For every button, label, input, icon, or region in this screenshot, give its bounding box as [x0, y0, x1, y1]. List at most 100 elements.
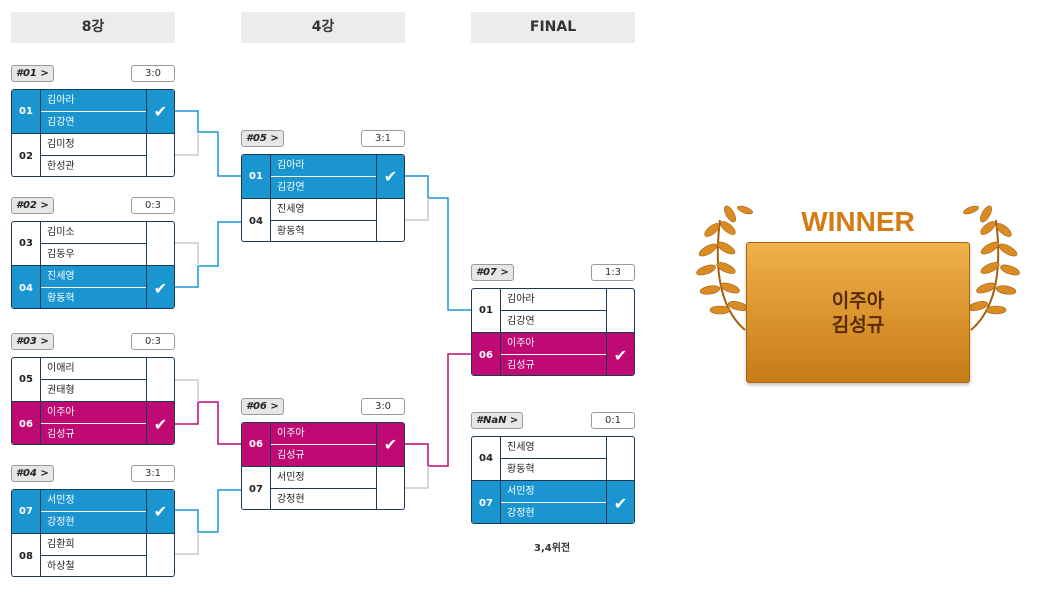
check-slot [146, 134, 174, 176]
player-name: 황동혁 [47, 293, 75, 304]
round-header-8: 8강 [11, 12, 175, 43]
match-label-link[interactable]: #01 > [11, 65, 54, 82]
check-icon: ✔ [376, 155, 404, 198]
match-score: 3:1 [131, 465, 175, 482]
laurel-wreath-icon [963, 205, 1020, 331]
player-name: 이주아 [501, 333, 606, 355]
match-label-link[interactable]: #05 > [241, 130, 284, 147]
match-header: #02 >0:3 [11, 197, 175, 214]
match-score: 3:0 [361, 398, 405, 415]
check-slot [146, 358, 174, 401]
match-score: 0:1 [591, 412, 635, 429]
player-name: 김아라 [41, 90, 146, 112]
player-name: 한성관 [47, 161, 75, 172]
team-seed: 01 [19, 106, 33, 117]
winner-name-1: 이주아 [831, 289, 885, 312]
match-label-link[interactable]: #04 > [11, 465, 54, 482]
check-icon: ✔ [376, 423, 404, 466]
match-label-link[interactable]: #03 > [11, 333, 54, 350]
player-name: 김성규 [507, 360, 535, 371]
player-name: 이주아 [41, 402, 146, 424]
laurel-wreath-icon [696, 205, 753, 331]
team-seed: 05 [19, 374, 33, 385]
player-name: 김미소 [41, 222, 146, 244]
player-name: 김강연 [277, 182, 305, 193]
player-name: 김환희 [41, 534, 146, 556]
match-label-link[interactable]: #02 > [11, 197, 54, 214]
check-slot [376, 467, 404, 509]
player-name: 권태형 [47, 385, 75, 396]
match-score: 1:3 [591, 264, 635, 281]
check-icon: ✔ [606, 333, 634, 375]
match-score: 3:1 [361, 130, 405, 147]
player-name: 김동우 [47, 249, 75, 260]
player-name: 진세영 [501, 437, 606, 459]
player-name: 김강연 [47, 117, 75, 128]
match-score: 0:3 [131, 333, 175, 350]
player-name: 김미정 [41, 134, 146, 156]
check-icon: ✔ [146, 402, 174, 444]
match-label-link[interactable]: #NaN > [471, 412, 524, 429]
player-name: 김성규 [47, 429, 75, 440]
player-name: 하상철 [47, 561, 75, 572]
team-seed: 02 [19, 150, 33, 162]
player-name: 이주아 [271, 423, 376, 445]
team-seed: 07 [479, 497, 493, 509]
match-label-link[interactable]: #06 > [241, 398, 284, 415]
check-icon: ✔ [146, 90, 174, 133]
match-label-link[interactable]: #07 > [471, 264, 514, 281]
player-name: 서민정 [41, 490, 146, 512]
player-name: 서민정 [271, 467, 376, 489]
check-icon: ✔ [606, 481, 634, 523]
team-seed: 06 [249, 439, 263, 450]
team-seed: 04 [249, 215, 263, 227]
player-name: 서민정 [501, 481, 606, 503]
team-seed: 03 [19, 238, 33, 249]
team-seed: 01 [479, 305, 493, 316]
match-header: #NaN > 0:1 [471, 412, 635, 429]
match-score: 3:0 [131, 65, 175, 82]
check-slot [606, 437, 634, 480]
team-seed: 07 [249, 483, 263, 495]
